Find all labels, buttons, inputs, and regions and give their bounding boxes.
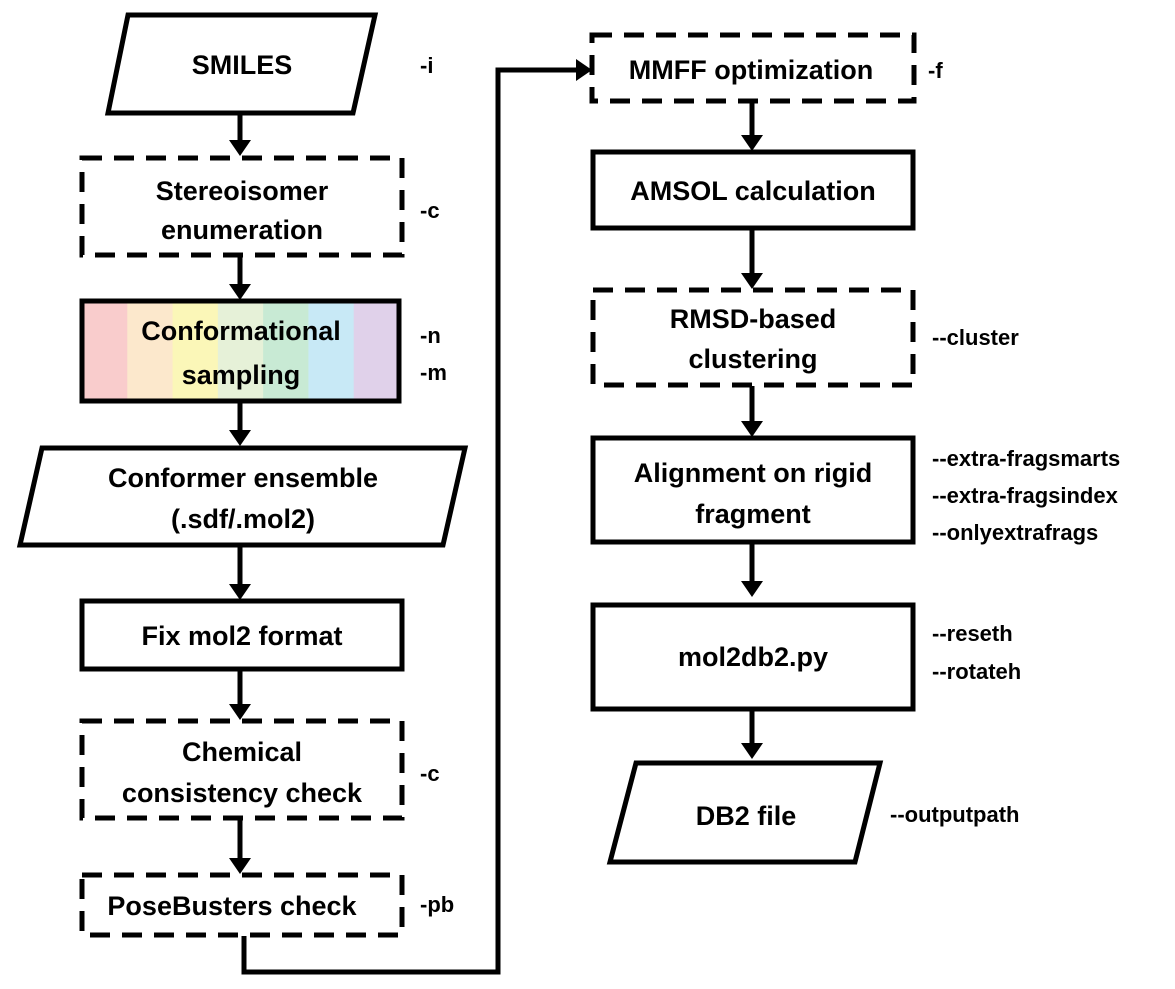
node-rmsd: RMSD-based clustering	[590, 287, 916, 388]
flag-db2-outputpath: --outputpath	[890, 802, 1020, 827]
edge-align-to-mol2db2	[741, 544, 763, 597]
node-mmff-label: MMFF optimization	[629, 55, 873, 85]
flag-stereo-c: -c	[420, 198, 440, 223]
edge-mol2db2-to-db2	[741, 711, 763, 759]
node-fixmol2: Fix mol2 format	[79, 598, 405, 672]
node-mol2db2-label: mol2db2.py	[678, 642, 828, 672]
sampling-band	[263, 301, 309, 401]
node-align-line2: fragment	[695, 499, 811, 529]
edge-chemcheck-to-posebusters	[229, 820, 251, 874]
node-stereo: Stereoisomer enumeration	[79, 155, 405, 258]
flag-mol2db2-rotateh: --rotateh	[932, 659, 1021, 684]
node-mmff: MMFF optimization	[589, 32, 917, 104]
edges	[229, 59, 763, 975]
node-mol2db2: mol2db2.py	[590, 602, 916, 712]
edge-smiles-to-stereo	[229, 115, 251, 156]
node-chemcheck-line2: consistency check	[122, 778, 363, 808]
node-ensemble: Conformer ensemble (.sdf/.mol2)	[16, 445, 469, 548]
node-amsol: AMSOL calculation	[590, 149, 916, 231]
flag-mmff-f: -f	[928, 58, 943, 83]
sampling-band	[217, 301, 264, 401]
flag-sampling-n: -n	[420, 323, 441, 348]
node-smiles: SMILES	[104, 12, 379, 116]
sampling-color-bands	[82, 301, 400, 401]
node-align-line1: Alignment on rigid	[634, 458, 872, 488]
sampling-band	[127, 301, 174, 401]
node-stereo-line2: enumeration	[161, 215, 323, 245]
node-chemcheck: Chemical consistency check	[79, 718, 405, 821]
flag-align-fragsmarts: --extra-fragsmarts	[932, 446, 1120, 471]
node-posebusters: PoseBusters check	[79, 872, 405, 938]
node-smiles-label: SMILES	[192, 50, 293, 80]
flag-sampling-m: -m	[420, 360, 447, 385]
flag-align-fragsindex: --extra-fragsindex	[932, 483, 1119, 508]
node-sampling-line2: sampling	[182, 360, 301, 390]
flag-smiles-i: -i	[420, 53, 433, 78]
edge-ensemble-to-fixmol2	[229, 546, 251, 600]
node-stereo-line1: Stereoisomer	[156, 176, 329, 206]
flag-chemcheck-c: -c	[420, 761, 440, 786]
flag-rmsd-cluster: --cluster	[932, 325, 1019, 350]
flag-align-onlyextrafrags: --onlyextrafrags	[932, 520, 1098, 545]
node-db2: DB2 file	[606, 760, 884, 865]
edge-rmsd-to-align	[741, 386, 763, 437]
edge-sampling-to-ensemble	[229, 402, 251, 446]
node-align: Alignment on rigid fragment	[590, 435, 916, 545]
node-fixmol2-label: Fix mol2 format	[141, 621, 342, 651]
edge-amsol-to-rmsd	[741, 230, 763, 289]
node-ensemble-line1: Conformer ensemble	[108, 463, 378, 493]
sampling-band	[82, 301, 128, 401]
edge-mmff-to-amsol	[741, 102, 763, 151]
edge-fixmol2-to-chemcheck	[229, 671, 251, 720]
edge-stereo-to-sampling	[229, 256, 251, 300]
node-posebusters-label: PoseBusters check	[107, 891, 357, 921]
node-sampling: Conformational sampling	[79, 298, 402, 404]
node-rmsd-line1: RMSD-based	[670, 304, 837, 334]
node-amsol-label: AMSOL calculation	[630, 176, 876, 206]
node-ensemble-line2: (.sdf/.mol2)	[171, 504, 315, 534]
edge-posebusters-to-mmff	[241, 59, 592, 975]
sampling-band	[308, 301, 355, 401]
node-db2-label: DB2 file	[696, 801, 797, 831]
sampling-band	[353, 301, 400, 401]
flag-posebusters-pb: -pb	[420, 892, 454, 917]
node-chemcheck-line1: Chemical	[182, 737, 302, 767]
flag-mol2db2-reseth: --reseth	[932, 621, 1013, 646]
sampling-band	[172, 301, 219, 401]
node-sampling-line1: Conformational	[141, 316, 341, 346]
node-rmsd-line2: clustering	[688, 344, 817, 374]
